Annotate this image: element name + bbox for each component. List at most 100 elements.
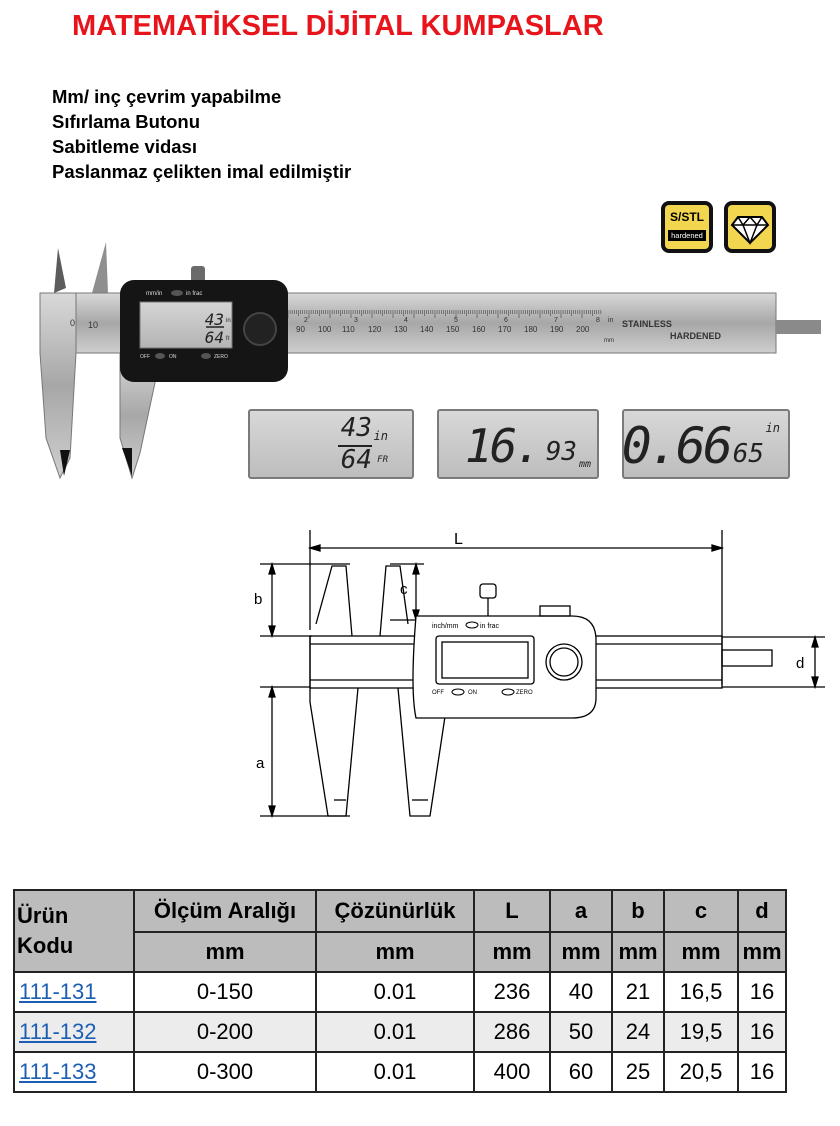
unit-header: mm xyxy=(663,931,739,973)
diamond-icon xyxy=(730,215,770,246)
code-header-line: Ürün xyxy=(17,903,69,928)
display-decimal: 93 xyxy=(545,437,577,467)
display-top-value: 43 xyxy=(340,413,372,443)
diagram-on-label: ON xyxy=(468,690,477,696)
jaw-scale: 0 10 xyxy=(70,318,98,330)
stainless-steel-badge: S/STL hardened xyxy=(661,201,713,253)
a-cell: 50 xyxy=(549,1011,613,1053)
c-cell: 19,5 xyxy=(663,1011,739,1053)
beam-mm-tick: 170 xyxy=(498,325,512,334)
diamond-badge xyxy=(724,201,776,253)
product-code-cell: 111-132 xyxy=(13,1011,135,1053)
beam-mm-tick: 200 xyxy=(576,325,590,334)
column-header: c xyxy=(663,889,739,933)
beam-inch-tick: 6 xyxy=(504,317,508,324)
column-header: Çözünürlük xyxy=(315,889,475,933)
beam-mm-tick: 120 xyxy=(368,325,382,334)
beam-inch-tick: 8 xyxy=(596,317,600,324)
display-decimal: 65 xyxy=(732,439,764,469)
feature-list: Mm/ inç çevrim yapabilme Sıfırlama Buton… xyxy=(52,84,351,184)
spec-table: Ürün Kodu Ölçüm Aralığı Çözünürlük L a b… xyxy=(13,889,787,1093)
feature-item: Sabitleme vidası xyxy=(52,136,197,157)
diagram-frac-label: in frac xyxy=(480,623,500,630)
beam-inch-tick: 2 xyxy=(304,317,308,324)
b-cell: 21 xyxy=(611,971,665,1013)
dim-label-a: a xyxy=(256,755,265,772)
product-code-link[interactable]: 111-131 xyxy=(19,979,97,1004)
range-cell: 0-150 xyxy=(133,971,317,1013)
b-cell: 25 xyxy=(611,1051,665,1093)
beam-mm-tick: 130 xyxy=(394,325,408,334)
feature-item: Paslanmaz çelikten imal edilmiştir xyxy=(52,161,352,182)
table-row: 111-131 0-150 0.01 236 40 21 16,5 16 xyxy=(13,971,787,1013)
beam-inch-tick: 7 xyxy=(554,317,558,324)
beam-mm-tick: 140 xyxy=(420,325,434,334)
column-header: Ölçüm Aralığı xyxy=(133,889,317,933)
dim-label-b: b xyxy=(254,591,262,608)
column-header: b xyxy=(611,889,665,933)
code-header: Ürün Kodu xyxy=(13,889,135,973)
beam-inch-scale: 2 3 4 5 6 7 8 in xyxy=(304,317,614,324)
length-cell: 236 xyxy=(473,971,551,1013)
b-cell: 24 xyxy=(611,1011,665,1053)
feature-item: Mm/ inç çevrim yapabilme xyxy=(52,86,282,107)
fraction-line xyxy=(338,445,372,447)
head-lcd-top: 43 xyxy=(205,310,224,329)
jaw-tick: 10 xyxy=(88,320,98,330)
column-header: L xyxy=(473,889,551,933)
head-lcd-unit: in xyxy=(226,318,231,324)
product-code-link[interactable]: 111-133 xyxy=(19,1059,97,1084)
code-header-line: Kodu xyxy=(17,933,74,958)
display-inch: 0.66 65 in xyxy=(622,409,790,479)
c-cell: 20,5 xyxy=(663,1051,739,1093)
beam-mm-tick: 150 xyxy=(446,325,460,334)
head-on-label: ON xyxy=(169,354,177,360)
head-lcd-frac: fr xyxy=(226,336,230,342)
beam-mm-tick: 180 xyxy=(524,325,538,334)
unit-header: mm xyxy=(473,931,551,973)
c-cell: 16,5 xyxy=(663,971,739,1013)
a-cell: 60 xyxy=(549,1051,613,1093)
unit-header: mm xyxy=(549,931,613,973)
dimension-drawing: L b c d a inch/mm in frac OFF ON ZE xyxy=(254,530,825,819)
display-unit: in xyxy=(373,429,388,443)
diagram-mode-label: inch/mm xyxy=(432,623,459,630)
column-header: a xyxy=(549,889,613,933)
unit-header: mm xyxy=(737,931,787,973)
display-bottom-value: 64 xyxy=(340,445,372,475)
table-row: 111-133 0-300 0.01 400 60 25 20,5 16 xyxy=(13,1051,787,1093)
thumb-wheel xyxy=(243,312,277,346)
head-mode-label: mm/in xyxy=(146,291,162,297)
beam-mm-tick: 100 xyxy=(318,325,332,334)
resolution-cell: 0.01 xyxy=(315,1011,475,1053)
head-zero-label: ZERO xyxy=(214,354,228,360)
beam-mm-tick: 190 xyxy=(550,325,564,334)
display-fraction: 43 64 in FR xyxy=(248,409,414,479)
beam-tick-marks xyxy=(287,310,602,318)
range-cell: 0-200 xyxy=(133,1011,317,1053)
beam-inch-tick: 3 xyxy=(354,317,358,324)
beam-mm-label: mm xyxy=(604,338,614,344)
head-lcd-bottom: 64 xyxy=(205,328,224,347)
zero-button xyxy=(201,353,211,359)
head-frac-label: in frac xyxy=(186,291,202,297)
head-off-label: OFF xyxy=(140,354,150,360)
product-code-link[interactable]: 111-132 xyxy=(19,1019,97,1044)
d-cell: 16 xyxy=(737,971,787,1013)
hardened-label: HARDENED xyxy=(670,331,722,341)
jaw-tick: 0 xyxy=(70,318,75,328)
display-unit: mm xyxy=(578,459,591,470)
feature-item: Sıfırlama Butonu xyxy=(52,111,201,132)
mode-button xyxy=(171,290,183,296)
beam-inch-tick: 4 xyxy=(404,317,408,324)
diagram-off-label: OFF xyxy=(432,690,444,696)
beam-mm-tick: 160 xyxy=(472,325,486,334)
a-cell: 40 xyxy=(549,971,613,1013)
unit-header: mm xyxy=(611,931,665,973)
table-row: 111-132 0-200 0.01 286 50 24 19,5 16 xyxy=(13,1011,787,1053)
dim-label-c: c xyxy=(400,581,408,598)
beam-in-label: in xyxy=(608,317,614,324)
stainless-label: STAINLESS xyxy=(622,319,672,329)
page-title: MATEMATİKSEL DİJİTAL KUMPASLAR xyxy=(72,10,604,42)
length-cell: 400 xyxy=(473,1051,551,1093)
